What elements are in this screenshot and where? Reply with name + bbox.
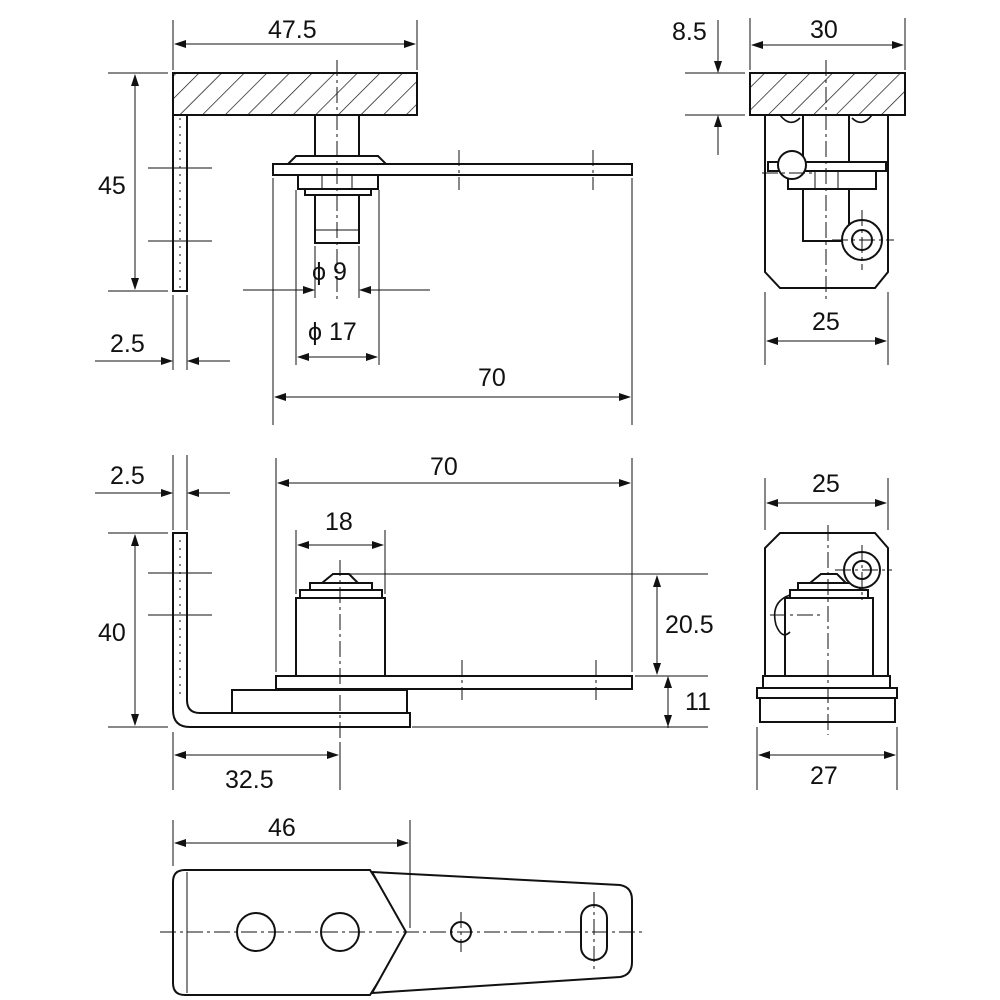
dim-side-bottom-width-lower: 27 [810,762,838,790]
door-section-side [749,72,906,116]
dim-bearing-width: 18 [325,508,353,536]
dim-side-top-bracket-width: 25 [812,308,840,336]
lower-pivot-front-view: 2.5 70 18 40 20.5 11 32.5 [95,453,714,794]
upper-pivot-front-view: 47.5 45 2.5 ϕ 9 ϕ 17 70 [95,16,633,425]
dim-side-top-width: 30 [810,16,838,44]
lower-pivot-side-view: 25 27 [756,470,898,790]
dim-top-width: 47.5 [268,16,317,44]
lower-base-block [231,689,408,714]
dim-arm-length-top: 70 [478,364,506,392]
dim-bottom-offset: 32.5 [225,766,274,794]
arm-outline [370,870,633,995]
dim-pin-diameter: ϕ 9 [312,258,347,286]
upper-arm-plate [272,163,633,176]
upper-pivot-side-view: 8.5 30 25 [672,16,906,365]
dim-bottom-height: 40 [98,619,126,647]
dim-plate-length: 46 [268,814,296,842]
dim-base-height: 11 [685,688,711,716]
dim-side-top-thickness: 8.5 [672,18,707,46]
upper-vertical-bracket [172,114,188,292]
dim-arm-length-bottom: 70 [430,453,458,481]
door-section-top [172,72,418,116]
dim-top-height: 45 [98,172,126,200]
lower-arm-plate [275,675,633,690]
dim-side-bottom-width-upper: 25 [812,470,840,498]
dim-bushing-diameter: ϕ 17 [308,318,357,346]
dim-thickness-top: 2.5 [110,330,145,358]
plate-top-view: 46 [160,814,645,996]
dim-thickness-bottom: 2.5 [110,462,145,490]
dim-bearing-height: 20.5 [665,611,714,639]
plate-outline [172,869,412,996]
lower-l-bracket [172,532,411,728]
